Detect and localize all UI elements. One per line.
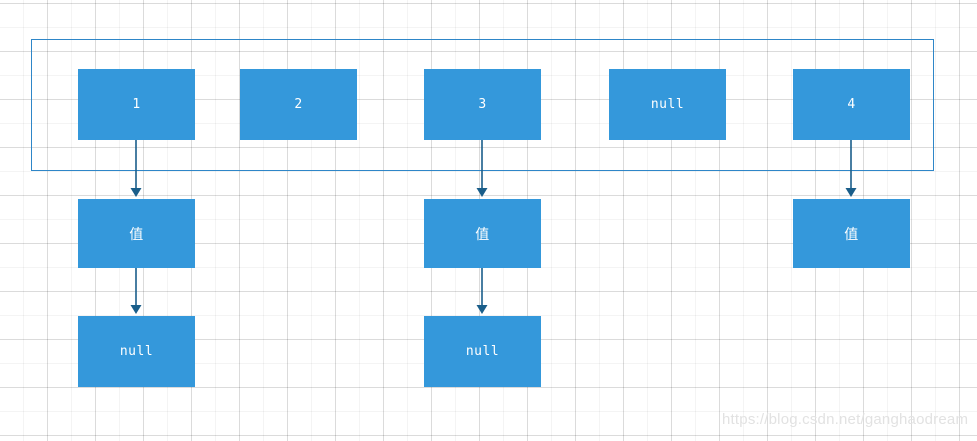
node-n5[interactable]: 4 [793, 69, 910, 140]
node-m5[interactable]: 值 [793, 199, 910, 268]
node-b1[interactable]: null [78, 316, 195, 387]
edge-m1-to-b1 [130, 268, 142, 314]
node-label: 值 [844, 226, 859, 243]
node-b3[interactable]: null [424, 316, 541, 387]
arrowhead-icon [130, 188, 142, 197]
node-label: 4 [847, 97, 856, 112]
node-label: 值 [129, 226, 144, 243]
node-n1[interactable]: 1 [78, 69, 195, 140]
edge-m3-to-b3 [476, 268, 488, 314]
node-n3[interactable]: 3 [424, 69, 541, 140]
node-label: 1 [132, 97, 141, 112]
node-label: null [119, 344, 154, 359]
node-label: 值 [475, 226, 490, 243]
arrowhead-icon [476, 188, 488, 197]
node-m3[interactable]: 值 [424, 199, 541, 268]
arrowhead-icon [845, 188, 857, 197]
node-label: 2 [294, 97, 303, 112]
node-n4[interactable]: null [609, 69, 726, 140]
node-n2[interactable]: 2 [240, 69, 357, 140]
node-label: null [650, 97, 685, 112]
node-m1[interactable]: 值 [78, 199, 195, 268]
node-label: 3 [478, 97, 487, 112]
arrowhead-icon [130, 305, 142, 314]
node-label: null [465, 344, 500, 359]
watermark-text: https://blog.csdn.net/ganghaodream [722, 411, 969, 428]
arrowhead-icon [476, 305, 488, 314]
